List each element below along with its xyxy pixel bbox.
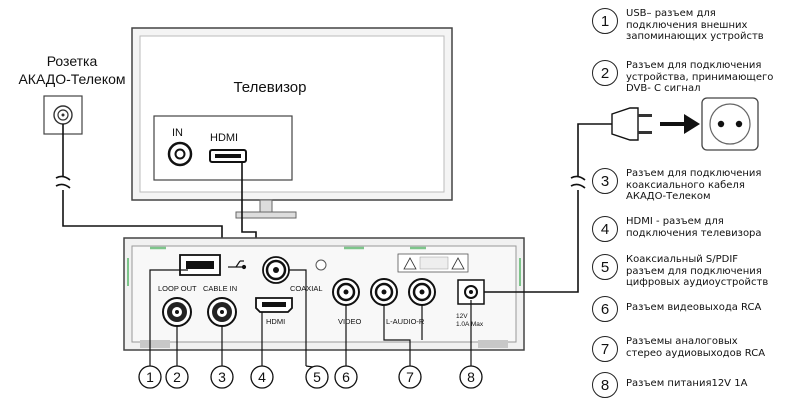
legend-number: 6 [592, 296, 618, 322]
callout-3: 3 [218, 369, 226, 385]
hdmi-port [255, 297, 293, 313]
legend-line: Разъем видеовыхода RCA [626, 302, 762, 313]
legend-item-2: 2 Разъем для подключения устройства, при… [592, 60, 781, 95]
legend-line: Разъем питания12V 1A [626, 378, 748, 389]
legend-line: DVB- C сигнал [626, 83, 701, 94]
callouts [138, 365, 483, 389]
tv-hdmi-label: HDMI [210, 132, 238, 144]
legend-text: USB– разъем для подключения внешних запо… [626, 8, 781, 43]
legend-line: АКАДО-Телеком [626, 191, 711, 202]
power-label-line2: 1.0A Max [456, 321, 484, 328]
legend-line: подключения внешних [626, 19, 748, 31]
legend-text: Разъем питания12V 1A [626, 372, 781, 390]
legend-number: 2 [592, 60, 618, 86]
screw-hole [315, 259, 327, 271]
loop-out-connector [162, 297, 192, 327]
legend-number: 1 [592, 8, 618, 34]
power-label-line1: 12V [456, 313, 468, 320]
legend-number: 5 [592, 254, 618, 280]
legend-line: HDMI - разъем для [626, 216, 724, 227]
tv-in-label: IN [172, 127, 183, 139]
cable-in-connector [207, 297, 237, 327]
audio-r-rca-connector [408, 278, 436, 306]
legend-item-5: 5 Коаксиальный S/PDIF разъем для подключ… [592, 254, 781, 289]
legend-text: Разъем для подключения устройства, прини… [626, 60, 781, 95]
callout-6: 6 [342, 369, 350, 385]
legend-item-7: 7 Разъемы аналоговых стерео аудиовыходов… [592, 336, 781, 362]
legend-item-3: 3 Разъем для подключения коаксиального к… [592, 168, 781, 203]
legend-line: разъем для подключения [626, 265, 762, 277]
audio-label: L-AUDIO-R [386, 317, 425, 326]
legend-line: цифровых аудиоустройств [626, 277, 769, 288]
legend-number: 4 [592, 216, 618, 242]
legend-line: Коаксиальный S/PDIF [626, 254, 739, 265]
usb-port [179, 254, 221, 276]
legend-item-4: 4 HDMI - разъем для подключения телевизо… [592, 216, 781, 242]
legend-text: Разъем видеовыхода RCA [626, 296, 781, 314]
legend-item-1: 1 USB– разъем для подключения внешних за… [592, 8, 781, 43]
legend-line: стерео аудиовыходов RCA [626, 347, 766, 359]
legend-item-8: 8 Разъем питания12V 1A [592, 372, 781, 398]
legend-text: Разъем для подключения коаксиального каб… [626, 168, 781, 203]
arrow-icon [660, 114, 700, 134]
callout-2: 2 [173, 369, 181, 385]
hdmi-label: HDMI [266, 317, 285, 326]
legend-line: коаксиального кабеля [626, 179, 745, 191]
power-plug [611, 107, 652, 141]
loop-out-label: LOOP OUT [158, 284, 197, 293]
legend-number: 7 [592, 336, 618, 362]
legend-text: HDMI - разъем для подключения телевизора [626, 216, 781, 239]
legend-line: Разъем для подключения [626, 168, 762, 179]
coaxial-connector [262, 256, 290, 284]
tv [131, 27, 453, 219]
warning-sticker [397, 253, 469, 273]
legend-line: Разъемы аналоговых [626, 336, 738, 347]
power-outlet [701, 97, 759, 151]
callout-8: 8 [467, 369, 475, 385]
legend: 1 USB– разъем для подключения внешних за… [592, 4, 787, 400]
socket-label-line1: Розетка [47, 53, 98, 69]
callout-5: 5 [313, 369, 321, 385]
legend-item-6: 6 Разъем видеовыхода RCA [592, 296, 781, 322]
tv-title: Телевизор [233, 79, 306, 96]
legend-line: Разъем для подключения [626, 60, 762, 71]
legend-text: Коаксиальный S/PDIF разъем для подключен… [626, 254, 781, 289]
legend-line: запоминающих устройств [626, 31, 764, 42]
legend-number: 3 [592, 168, 618, 194]
legend-line: USB– разъем для [626, 8, 716, 19]
legend-line: устройства, принимающего [626, 71, 774, 83]
callout-7: 7 [406, 369, 414, 385]
legend-number: 8 [592, 372, 618, 398]
audio-l-rca-connector [370, 278, 398, 306]
video-rca-connector [332, 278, 360, 306]
callout-4: 4 [258, 369, 266, 385]
cable-in-label: CABLE IN [203, 284, 237, 293]
socket-label-line2: АКАДО-Телеком [18, 71, 125, 87]
video-label: VIDEO [338, 317, 362, 326]
usb-icon [228, 260, 247, 270]
callout-lines [149, 269, 472, 366]
legend-text: Разъемы аналоговых стерео аудиовыходов R… [626, 336, 781, 359]
callout-1: 1 [146, 369, 154, 385]
power-cable [484, 123, 612, 293]
legend-line: подключения телевизора [626, 227, 762, 239]
